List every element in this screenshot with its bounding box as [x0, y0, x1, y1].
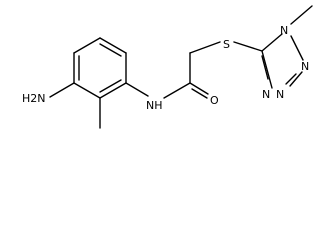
bond	[189, 41, 221, 54]
bond	[261, 50, 273, 89]
bond	[290, 35, 304, 61]
bond	[289, 71, 303, 87]
structure-canvas: H2N NH O S N N N N	[22, 5, 313, 129]
bond	[290, 5, 313, 25]
atom-amino: H2N	[22, 92, 46, 105]
atom-ring-n: N	[262, 88, 270, 101]
bond	[233, 41, 263, 52]
double-bond	[285, 73, 297, 85]
atom-ring-n: N	[301, 60, 309, 73]
atom-ring-n: N	[276, 88, 284, 101]
atom-amide-nh: NH	[146, 99, 163, 112]
double-bond	[261, 55, 269, 80]
atom-n-methyl: N	[280, 24, 288, 37]
bond	[125, 82, 149, 97]
double-bond	[99, 79, 122, 93]
bond	[73, 37, 101, 54]
benzene-ring	[73, 37, 127, 99]
tetrazole-ring	[261, 33, 304, 89]
bond	[261, 33, 283, 52]
bond	[49, 82, 75, 98]
double-bond	[191, 88, 208, 99]
bond	[73, 82, 101, 99]
molecule-diagram: H2N NH O S N N N N	[22, 5, 313, 129]
atom-sulfur: S	[223, 38, 230, 51]
bond	[99, 37, 127, 54]
bond	[163, 82, 191, 99]
atom-carbonyl-o: O	[210, 94, 219, 107]
bond	[189, 82, 209, 95]
double-bond	[99, 43, 122, 57]
bond	[99, 82, 127, 99]
